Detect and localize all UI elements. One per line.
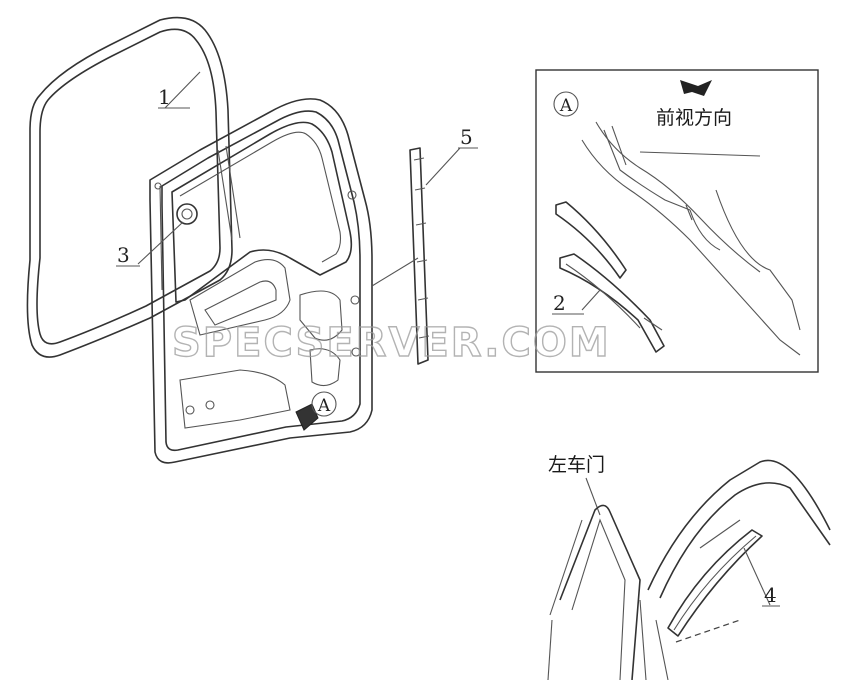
detail-a-inset: A 前视方向 2 [535,69,819,373]
callout-1: 1 [158,71,201,109]
callout-4-label: 4 [764,583,777,607]
left-door-detail: 左车门 4 [547,454,831,680]
door-seal-strip [26,16,233,358]
door-inner-panel [149,98,373,464]
detail-a-marker: A [311,391,337,417]
watermark-text: SPECSERVER.COM [172,320,611,366]
callout-5-label: 5 [460,125,473,149]
view-direction-label: 前视方向 [656,107,732,129]
vertical-trim-strip [371,147,430,365]
callout-5: 5 [425,125,478,186]
callout-2-label: 2 [553,291,566,315]
detail-a-marker-label: A [317,396,331,416]
callout-1-label: 1 [158,85,171,109]
left-door-label: 左车门 [548,454,605,476]
callout-3-label: 3 [117,243,130,267]
view-direction-arrow-icon [680,80,712,96]
plug-grommet [176,203,198,225]
callout-3: 3 [116,221,184,267]
detail-a-inset-marker-label: A [559,96,573,116]
